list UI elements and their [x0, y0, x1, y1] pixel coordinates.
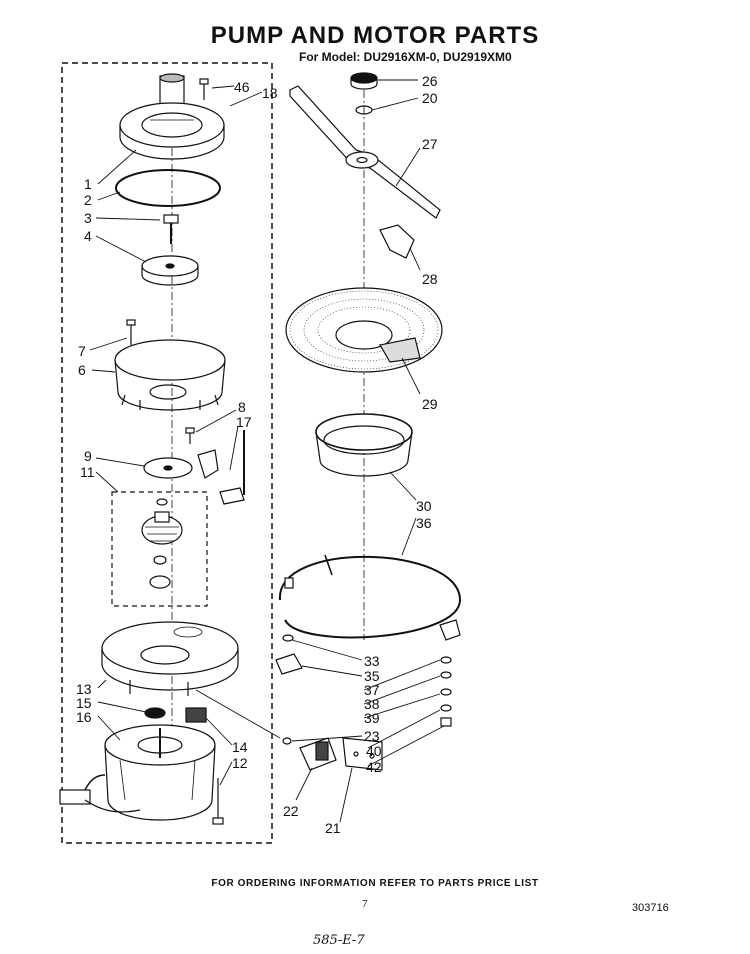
part-7-screw — [126, 319, 136, 345]
label-14: 14 — [232, 739, 248, 755]
part-30-ring — [315, 413, 413, 477]
part-37-washer — [440, 656, 452, 664]
label-42: 42 — [366, 759, 382, 775]
motor-assembly-dashed-border — [61, 62, 273, 844]
handwritten-note: 585-E-7 — [313, 933, 365, 948]
part-13-motor-plate — [101, 621, 239, 696]
label-8: 8 — [238, 399, 246, 415]
label-20: 20 — [422, 90, 438, 106]
label-40: 40 — [366, 743, 382, 759]
leader-lines — [89, 79, 445, 823]
part-8-screw — [185, 427, 195, 444]
part-16-motor — [59, 724, 216, 821]
label-27: 27 — [422, 136, 438, 152]
diagram-number: 303716 — [632, 902, 669, 914]
page-number: 7 — [362, 898, 368, 910]
ordering-note: FOR ORDERING INFORMATION REFER TO PARTS … — [211, 878, 539, 889]
label-39: 39 — [364, 710, 380, 726]
part-number-labels: 46 18 1 2 3 4 7 6 8 17 9 11 13 15 16 14 … — [76, 73, 438, 836]
part-40-washer — [440, 704, 452, 712]
part-35-bracket — [275, 653, 303, 675]
part-33-washer — [282, 634, 294, 642]
label-1: 1 — [84, 176, 92, 192]
label-33: 33 — [364, 653, 380, 669]
label-37: 37 — [364, 682, 380, 698]
item-11-dashed-box — [111, 491, 208, 607]
label-21: 21 — [325, 820, 341, 836]
label-17: 17 — [236, 414, 252, 430]
label-9: 9 — [84, 448, 92, 464]
label-4: 4 — [84, 228, 92, 244]
part-14-block — [185, 707, 207, 723]
part-12-screw — [212, 778, 224, 825]
part-4-impeller — [141, 255, 199, 286]
label-7: 7 — [78, 343, 86, 359]
label-29: 29 — [422, 396, 438, 412]
part-23-oring — [282, 737, 292, 745]
label-13: 13 — [76, 681, 92, 697]
label-3: 3 — [84, 210, 92, 226]
part-22-fitting — [299, 737, 337, 771]
label-15: 15 — [76, 695, 92, 711]
label-28: 28 — [422, 271, 438, 287]
part-42-nut — [440, 717, 452, 727]
part-11-seal-assembly — [141, 498, 183, 589]
label-38: 38 — [364, 696, 380, 712]
label-46: 46 — [234, 79, 250, 95]
label-6: 6 — [78, 362, 86, 378]
label-12: 12 — [232, 755, 248, 771]
page-title: PUMP AND MOTOR PARTS — [210, 22, 540, 49]
part-38-washer — [440, 671, 452, 679]
label-23: 23 — [364, 728, 380, 744]
part-3-bolt — [163, 214, 179, 244]
part-36-loop — [278, 554, 462, 641]
part-28-clip — [379, 224, 415, 259]
part-1-pump-cover — [119, 73, 225, 160]
part-46-screw — [199, 78, 209, 100]
model-subtitle: For Model: DU2916XM-0, DU2919XM0 — [299, 50, 512, 64]
part-17-bracket — [197, 430, 245, 505]
label-35: 35 — [364, 668, 380, 684]
part-26-cap — [350, 72, 378, 90]
label-11: 11 — [80, 464, 95, 480]
part-9-seal-plate — [143, 457, 193, 479]
part-2-gasket-ring — [115, 169, 221, 207]
part-6-pump-housing — [114, 339, 226, 411]
part-27-spray-arm — [289, 85, 441, 219]
label-16: 16 — [76, 709, 92, 725]
part-39-washer — [440, 688, 452, 696]
label-22: 22 — [283, 803, 299, 819]
label-30: 30 — [416, 498, 432, 514]
label-18: 18 — [262, 85, 278, 101]
label-36: 36 — [416, 515, 432, 531]
part-15-washer — [144, 707, 166, 719]
part-29-filter-screen — [285, 287, 443, 373]
label-2: 2 — [84, 192, 92, 208]
label-26: 26 — [422, 73, 438, 89]
